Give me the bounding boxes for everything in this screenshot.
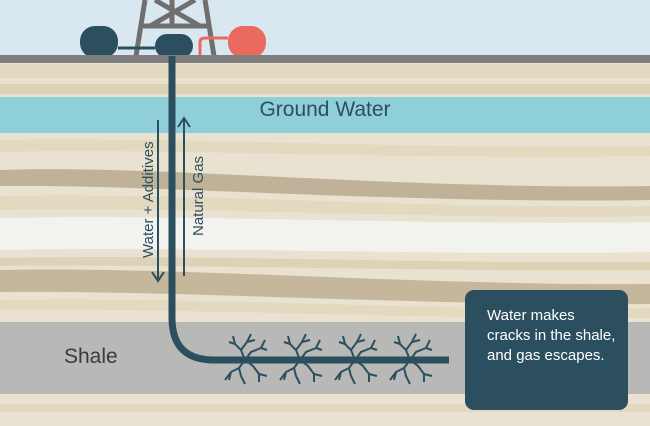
ground-surface [0, 55, 650, 63]
fracture-icon [224, 333, 268, 385]
tank-icon [155, 34, 193, 58]
sediment-band [0, 169, 650, 201]
tank-icon [80, 26, 118, 58]
callout-text: Water makes cracks in the shale, and gas… [487, 307, 616, 364]
fracture-icon [334, 333, 378, 385]
shale-label: Shale [64, 345, 118, 368]
derrick-icon [133, 0, 217, 57]
fracture-icon [389, 333, 433, 385]
soil-band [0, 64, 650, 78]
up-arrow-icon [177, 116, 191, 276]
well-pipe [168, 56, 449, 364]
ground-water-label: Ground Water [259, 98, 391, 121]
tank-pipe [198, 36, 228, 58]
sediment-band [0, 195, 650, 217]
tank-icon [228, 26, 266, 58]
ground-water-layer [0, 97, 650, 133]
natural-gas-label: Natural Gas [190, 155, 207, 236]
pale-band [0, 217, 650, 253]
down-arrow-icon [151, 120, 165, 283]
callout-box: Water makes cracks in the shale, and gas… [465, 290, 628, 410]
sediment-band [0, 139, 650, 157]
soil-band [0, 84, 650, 94]
sediment-band [0, 257, 650, 271]
fracture-icon [279, 333, 323, 385]
water-additives-label: Water + Additives [140, 141, 157, 258]
bottom-band [0, 404, 650, 412]
